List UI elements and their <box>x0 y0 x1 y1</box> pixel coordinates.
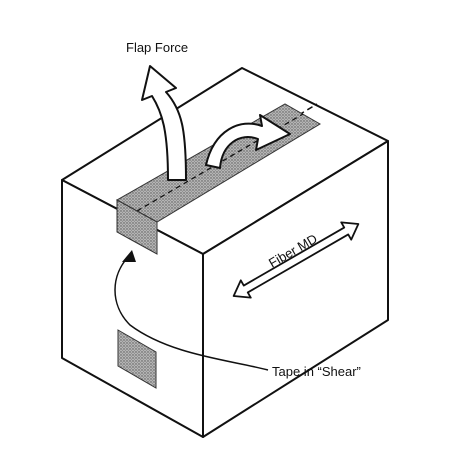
tape-tab-front-lower <box>117 329 157 389</box>
shear-indicator-curve <box>114 254 269 371</box>
fiber-md-double-arrow <box>232 221 360 299</box>
flap-force-arrow <box>141 65 187 181</box>
flap-force-label: Flap Force <box>126 40 188 55</box>
tape-tab-front-upper <box>116 199 158 255</box>
tape-shear-label: Tape in “Shear” <box>272 364 361 379</box>
box-right-face <box>202 140 389 438</box>
carton-box <box>61 67 389 438</box>
flap-lift-arrow <box>205 114 291 169</box>
shear-arrowhead <box>122 250 136 262</box>
